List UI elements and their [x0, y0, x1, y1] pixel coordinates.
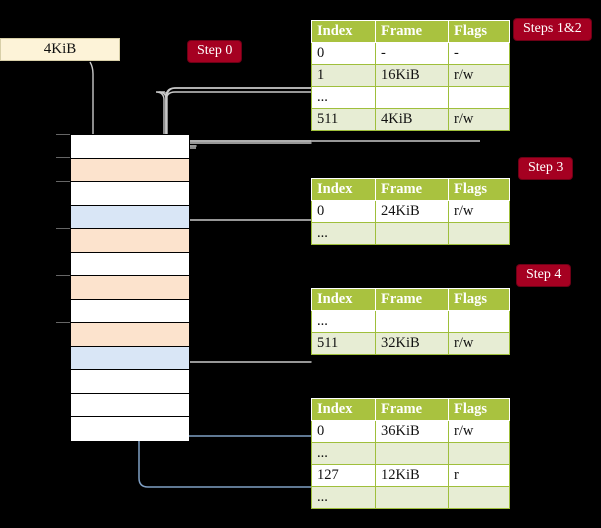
- table-cell-flags: [448, 442, 510, 465]
- badge-step-3: Step 3: [519, 158, 573, 180]
- physical-memory-column: [70, 134, 190, 441]
- memory-frame-row: [71, 158, 189, 182]
- table-row: 0--: [311, 42, 510, 65]
- table-cell-index: ...: [311, 310, 376, 333]
- column-header-index: Index: [311, 178, 376, 201]
- table-cell-index: 0: [311, 420, 376, 443]
- table-row: ...: [311, 486, 510, 509]
- table-cell-frame: -: [375, 42, 449, 65]
- memory-frame-row: [71, 346, 189, 370]
- memory-frame-row: [71, 205, 189, 229]
- table-cell-frame: [375, 310, 449, 333]
- badge-steps-1-2: Steps 1&2: [514, 19, 591, 41]
- column-header-flags: Flags: [448, 288, 510, 311]
- memory-frame-row: [71, 182, 189, 206]
- table-cell-flags: [448, 310, 510, 333]
- table-cell-frame: 36KiB: [375, 420, 449, 443]
- request-size-box: 4KiB: [0, 38, 120, 61]
- column-header-flags: Flags: [448, 178, 510, 201]
- table-cell-flags: r: [448, 464, 510, 487]
- memory-frame-row: [71, 370, 189, 394]
- badge-step-4: Step 4: [517, 265, 571, 287]
- table-cell-frame: [375, 486, 449, 509]
- memory-frame-row: [71, 393, 189, 417]
- table-cell-frame: [375, 86, 449, 109]
- memory-frame-row: [71, 276, 189, 300]
- table-cell-flags: r/w: [448, 200, 510, 223]
- column-header-index: Index: [311, 398, 376, 421]
- table-cell-index: 0: [311, 200, 376, 223]
- memory-frame-row: [71, 229, 189, 253]
- table-cell-flags: r/w: [448, 64, 510, 87]
- table-cell-flags: r/w: [448, 332, 510, 355]
- table-cell-flags: -: [448, 42, 510, 65]
- memory-frame-row: [71, 299, 189, 323]
- column-header-index: Index: [311, 288, 376, 311]
- table-cell-index: 511: [311, 108, 376, 131]
- column-header-frame: Frame: [375, 398, 449, 421]
- column-header-frame: Frame: [375, 178, 449, 201]
- table-cell-frame: 12KiB: [375, 464, 449, 487]
- table-cell-frame: 16KiB: [375, 64, 449, 87]
- memory-tick: [56, 228, 70, 229]
- table-cell-flags: [448, 486, 510, 509]
- memory-frame-row: [71, 323, 189, 347]
- table-cell-frame: [375, 442, 449, 465]
- table-cell-flags: r/w: [448, 420, 510, 443]
- memory-tick: [56, 322, 70, 323]
- memory-frame-row: [71, 252, 189, 276]
- table-cell-index: ...: [311, 222, 376, 245]
- table-row: ...: [311, 442, 510, 465]
- memory-frame-row: [71, 135, 189, 159]
- memory-frame-row: [71, 417, 189, 441]
- table-cell-index: 0: [311, 42, 376, 65]
- table-row: ...: [311, 86, 510, 109]
- memory-tick: [56, 157, 70, 158]
- table-cell-index: 511: [311, 332, 376, 355]
- memory-tick: [56, 181, 70, 182]
- badge-step-0: Step 0: [188, 41, 242, 63]
- column-header-frame: Frame: [375, 288, 449, 311]
- column-header-frame: Frame: [375, 20, 449, 43]
- table-cell-index: ...: [311, 486, 376, 509]
- memory-tick: [56, 134, 70, 135]
- table-cell-index: ...: [311, 442, 376, 465]
- request-size-label: 4KiB: [43, 41, 77, 57]
- table-cell-frame: [375, 222, 449, 245]
- table-cell-flags: [448, 86, 510, 109]
- table-cell-index: ...: [311, 86, 376, 109]
- table-cell-frame: 24KiB: [375, 200, 449, 223]
- table-cell-frame: 4KiB: [375, 108, 449, 131]
- table-cell-flags: [448, 222, 510, 245]
- table-cell-index: 127: [311, 464, 376, 487]
- column-header-flags: Flags: [448, 398, 510, 421]
- column-header-index: Index: [311, 20, 376, 43]
- column-header-flags: Flags: [448, 20, 510, 43]
- table-row: ...: [311, 222, 510, 245]
- memory-tick: [56, 275, 70, 276]
- table-cell-index: 1: [311, 64, 376, 87]
- table-row: ...: [311, 310, 510, 333]
- table-cell-frame: 32KiB: [375, 332, 449, 355]
- table-cell-flags: r/w: [448, 108, 510, 131]
